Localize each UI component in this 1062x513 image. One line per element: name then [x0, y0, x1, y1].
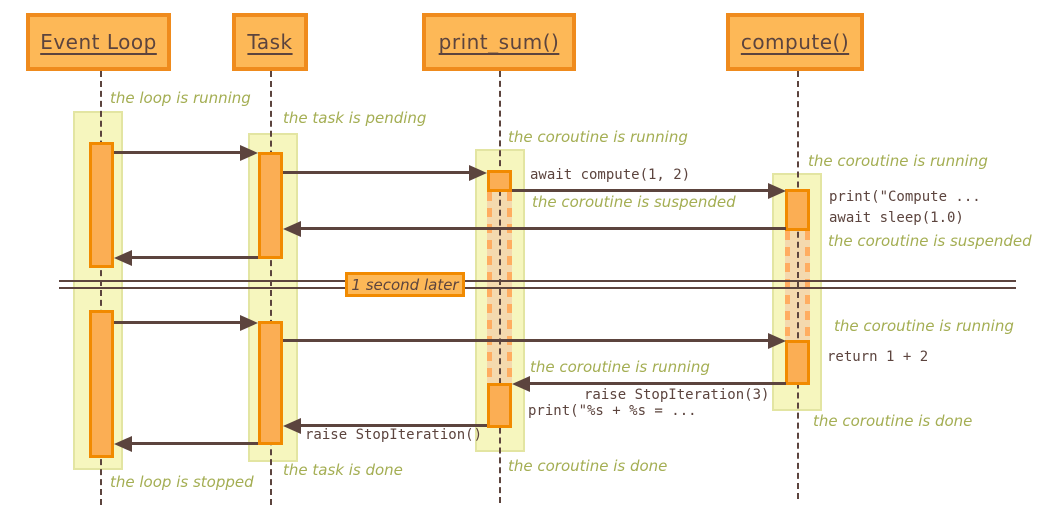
divider-line-top [59, 280, 1016, 282]
activation-event-loop-lower [89, 310, 114, 458]
note-printsum-running-1: the coroutine is running [508, 128, 688, 146]
arrow-compute-to-printsum [530, 382, 786, 385]
divider-line-bottom [59, 287, 1016, 289]
participant-task: Task [232, 13, 308, 71]
arrowhead-icon [469, 165, 487, 181]
note-task-pending: the task is pending [283, 109, 427, 127]
note-printsum-suspended: the coroutine is suspended [532, 193, 736, 211]
label-print-compute: print("Compute ... [829, 189, 981, 205]
activation-compute-lower [785, 340, 810, 385]
lifeline-compute [797, 71, 799, 499]
arrow-loop-to-task-2 [114, 321, 242, 324]
label-print-result: print("%s + %s = ... [528, 403, 697, 419]
activation-event-loop-upper [89, 142, 114, 268]
arrowhead-icon [768, 183, 786, 199]
arrowhead-icon [512, 376, 530, 392]
note-loop-stopped: the loop is stopped [110, 473, 254, 491]
label-raise-stopiteration3: raise StopIteration(3) [584, 387, 770, 403]
arrow-task-to-compute [283, 339, 770, 342]
note-compute-suspended: the coroutine is suspended [828, 232, 1032, 250]
arrow-printsum-to-task [301, 424, 487, 427]
note-compute-running-1: the coroutine is running [808, 152, 988, 170]
arrow-task-to-loop-2 [132, 442, 258, 445]
label-await-compute: await compute(1, 2) [530, 167, 691, 183]
note-printsum-done: the coroutine is done [508, 457, 668, 475]
arrowhead-icon [240, 145, 258, 161]
activation-task-lower [258, 321, 283, 445]
note-compute-done: the coroutine is done [813, 412, 973, 430]
label-raise-stopiteration: raise StopIteration() [305, 427, 483, 443]
arrow-compute-to-task-return [301, 227, 786, 230]
participant-event-loop: Event Loop [26, 13, 171, 71]
participant-compute: compute() [726, 13, 864, 71]
arrowhead-icon [240, 315, 258, 331]
label-await-sleep: await sleep(1.0) [829, 210, 964, 226]
activation-compute-upper [785, 189, 810, 231]
arrowhead-icon [283, 418, 301, 434]
arrow-loop-to-task-1 [114, 151, 242, 154]
arrowhead-icon [768, 333, 786, 349]
arrow-printsum-to-compute [512, 189, 770, 192]
dash-border-icon [805, 231, 810, 340]
arrow-task-to-printsum-1 [283, 171, 471, 174]
activation-task-upper [258, 152, 283, 259]
divider-label: 1 second later [345, 272, 465, 297]
note-printsum-running-2: the coroutine is running [530, 358, 710, 376]
arrowhead-icon [114, 250, 132, 266]
arrowhead-icon [283, 221, 301, 237]
note-compute-running-2: the coroutine is running [834, 317, 1014, 335]
participant-print-sum: print_sum() [422, 13, 576, 71]
activation-print-sum-lower [487, 383, 512, 428]
note-task-done: the task is done [283, 461, 403, 479]
arrowhead-icon [114, 436, 132, 452]
note-loop-running: the loop is running [110, 89, 251, 107]
arrow-task-to-loop-1 [132, 256, 258, 259]
label-return-sum: return 1 + 2 [827, 349, 929, 365]
dash-border-icon [785, 231, 790, 340]
activation-print-sum-upper [487, 170, 512, 192]
